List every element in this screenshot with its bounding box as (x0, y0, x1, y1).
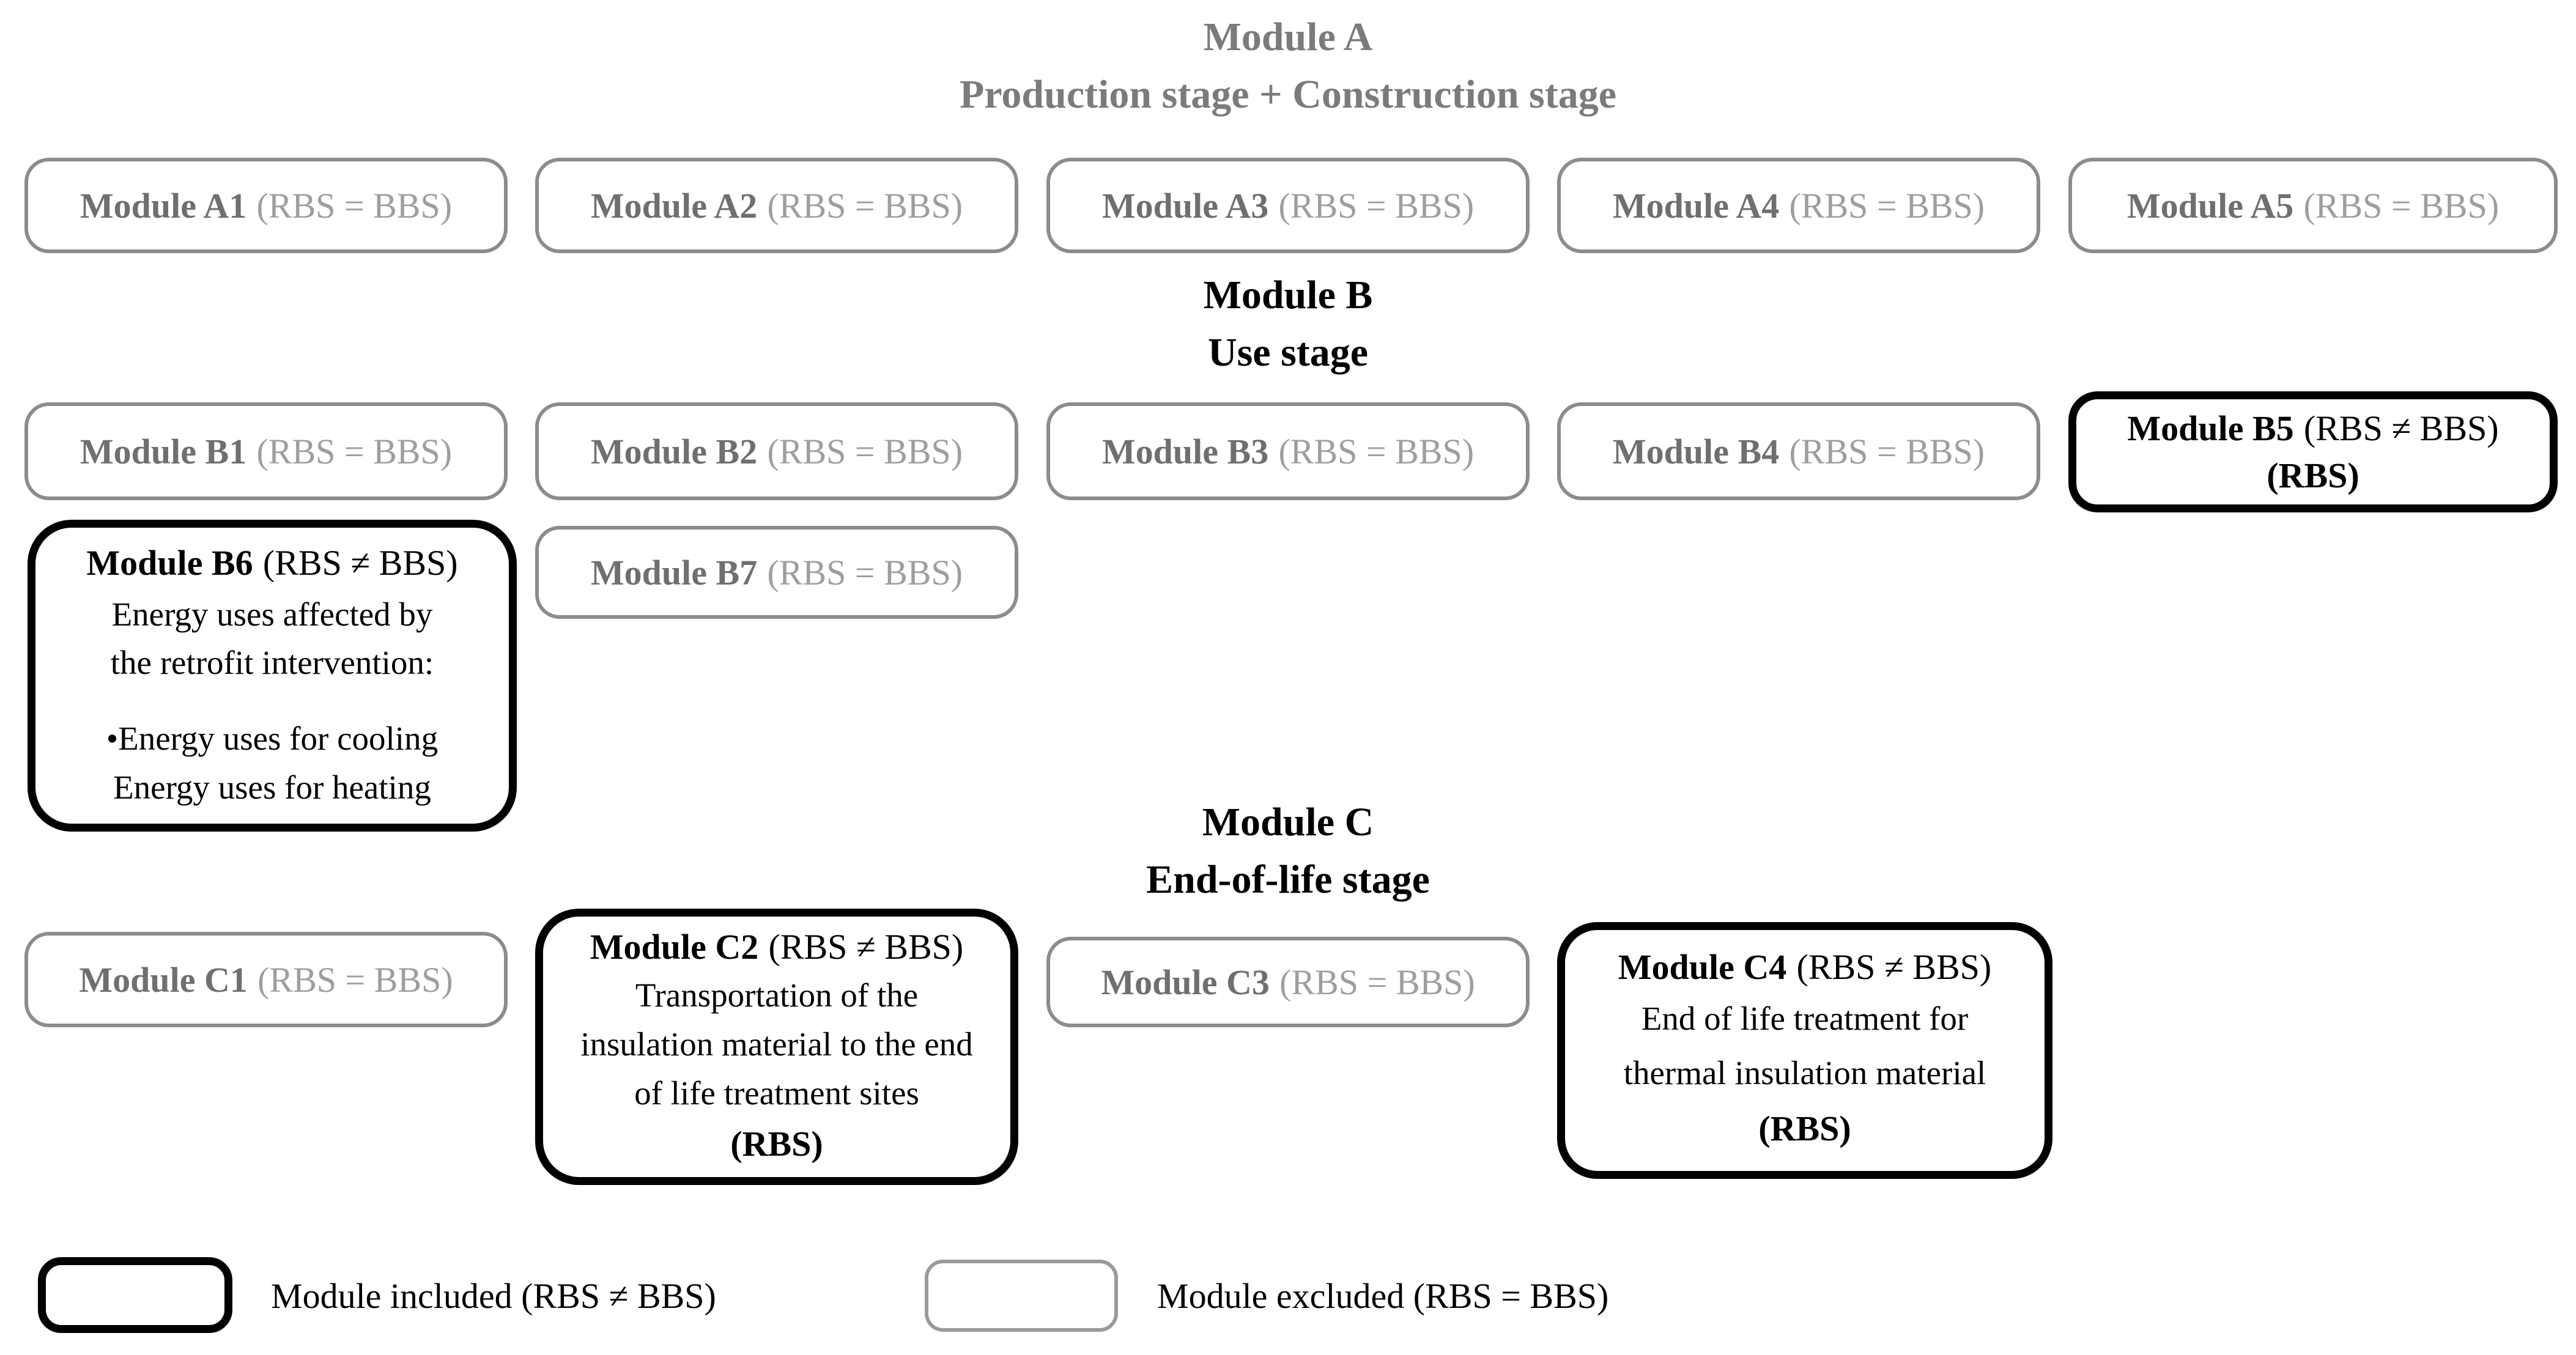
module-c2-box: Module C2(RBS ≠ BBS) Transportation of t… (535, 909, 1018, 1185)
module-c2-label: Module C2(RBS ≠ BBS) (590, 923, 963, 971)
module-a5-box: Module A5(RBS = BBS) (2068, 158, 2558, 253)
module-b2-name: Module B2 (590, 431, 758, 471)
module-b-title-line1: Module B (1203, 273, 1373, 317)
module-b5-name: Module B5 (2127, 408, 2294, 449)
module-c4-label: Module C4(RBS ≠ BBS) (1618, 943, 1991, 991)
module-b6-bullet-heating: Energy uses for heating (113, 768, 431, 806)
module-a5-status: (RBS = BBS) (2303, 185, 2500, 226)
module-a-title-line1: Module A (1203, 15, 1373, 59)
module-b7-label: Module B7(RBS = BBS) (591, 552, 963, 593)
module-a1-box: Module A1(RBS = BBS) (24, 158, 508, 253)
module-a2-label: Module A2(RBS = BBS) (591, 185, 963, 226)
module-b3-label: Module B3(RBS = BBS) (1102, 431, 1474, 472)
module-b1-box: Module B1(RBS = BBS) (24, 402, 508, 500)
module-b6-status: (RBS ≠ BBS) (262, 543, 458, 583)
module-a3-status: (RBS = BBS) (1278, 185, 1475, 226)
module-b5-box: Module B5(RBS ≠ BBS) (RBS) (2068, 391, 2558, 512)
legend-included-swatch (38, 1257, 232, 1333)
module-b4-label: Module B4(RBS = BBS) (1613, 431, 1985, 472)
module-c3-label: Module C3(RBS = BBS) (1101, 962, 1475, 1003)
module-a-stage-title: Module A Production stage + Construction… (0, 9, 2576, 123)
module-b6-bullet-list: •Energy uses for cooling Energy uses for… (106, 714, 438, 812)
module-a3-label: Module A3(RBS = BBS) (1102, 185, 1474, 226)
module-a2-name: Module A2 (590, 185, 758, 226)
module-c2-description: Transportation of the insulation materia… (580, 977, 973, 1112)
module-c2-tag: (RBS) (730, 1124, 823, 1164)
module-b6-box: Module B6(RBS ≠ BBS) Energy uses affecte… (28, 520, 517, 832)
module-b-stage-title: Module B Use stage (0, 267, 2576, 381)
module-b6-description: Energy uses affected by the retrofit int… (110, 595, 434, 682)
module-b1-name: Module B1 (80, 431, 247, 471)
module-c4-tag: (RBS) (1758, 1109, 1851, 1149)
module-c2-status: (RBS ≠ BBS) (768, 926, 964, 967)
module-c4-name: Module C4 (1618, 947, 1787, 987)
module-b6-bullet-cooling: •Energy uses for cooling (106, 720, 439, 758)
module-b1-status: (RBS = BBS) (256, 431, 453, 471)
module-a4-box: Module A4(RBS = BBS) (1557, 158, 2040, 253)
legend-excluded-label: Module excluded (RBS = BBS) (1157, 1276, 1609, 1316)
module-b4-name: Module B4 (1612, 431, 1780, 471)
module-c1-name: Module C1 (79, 959, 248, 1000)
module-b7-box: Module B7(RBS = BBS) (535, 526, 1018, 619)
module-a1-label: Module A1(RBS = BBS) (80, 185, 452, 226)
module-c4-description: End of life treatment for thermal insula… (1623, 1000, 1986, 1092)
legend-excluded-swatch (925, 1260, 1118, 1332)
module-a-title-line2: Production stage + Construction stage (959, 72, 1616, 117)
module-b4-box: Module B4(RBS = BBS) (1557, 402, 2040, 500)
module-c-title-line2: End-of-life stage (1146, 857, 1430, 902)
module-b5-tag: (RBS) (2267, 456, 2359, 496)
module-b7-name: Module B7 (590, 552, 758, 593)
module-c3-box: Module C3(RBS = BBS) (1046, 937, 1530, 1027)
module-b6-label: Module B6(RBS ≠ BBS) (86, 539, 457, 587)
module-a4-label: Module A4(RBS = BBS) (1613, 185, 1985, 226)
module-a3-box: Module A3(RBS = BBS) (1046, 158, 1530, 253)
module-a2-box: Module A2(RBS = BBS) (535, 158, 1018, 253)
module-b3-box: Module B3(RBS = BBS) (1046, 402, 1530, 500)
module-c1-status: (RBS = BBS) (257, 959, 453, 1000)
module-c2-name: Module C2 (590, 926, 759, 967)
module-b3-status: (RBS = BBS) (1278, 431, 1475, 471)
module-a5-name: Module A5 (2126, 185, 2294, 226)
module-c4-status: (RBS ≠ BBS) (1796, 947, 1992, 987)
module-a4-status: (RBS = BBS) (1789, 185, 1985, 226)
legend-included-label: Module included (RBS ≠ BBS) (271, 1276, 716, 1316)
module-a1-status: (RBS = BBS) (256, 185, 453, 226)
module-c1-label: Module C1(RBS = BBS) (79, 959, 453, 1000)
module-c3-name: Module C3 (1101, 962, 1270, 1002)
module-a1-name: Module A1 (80, 185, 247, 226)
module-c-title-line1: Module C (1202, 800, 1374, 844)
module-b2-label: Module B2(RBS = BBS) (591, 431, 963, 472)
module-b2-box: Module B2(RBS = BBS) (535, 402, 1018, 500)
module-c4-box: Module C4(RBS ≠ BBS) End of life treatme… (1557, 922, 2052, 1179)
module-b4-status: (RBS = BBS) (1789, 431, 1985, 471)
module-b2-status: (RBS = BBS) (767, 431, 963, 471)
module-b-title-line2: Use stage (1207, 330, 1369, 375)
module-a3-name: Module A3 (1101, 185, 1269, 226)
module-c-stage-title: Module C End-of-life stage (0, 794, 2576, 908)
module-b6-name: Module B6 (86, 543, 253, 583)
module-b5-status: (RBS ≠ BBS) (2303, 408, 2499, 449)
module-a5-label: Module A5(RBS = BBS) (2127, 185, 2499, 226)
module-a2-status: (RBS = BBS) (767, 185, 963, 226)
module-b7-status: (RBS = BBS) (767, 552, 963, 593)
module-c3-status: (RBS = BBS) (1279, 962, 1475, 1002)
module-b5-label: Module B5(RBS ≠ BBS) (2127, 405, 2498, 452)
module-a4-name: Module A4 (1612, 185, 1780, 226)
module-b3-name: Module B3 (1101, 431, 1269, 471)
module-c1-box: Module C1(RBS = BBS) (24, 932, 508, 1027)
module-b1-label: Module B1(RBS = BBS) (80, 431, 452, 472)
